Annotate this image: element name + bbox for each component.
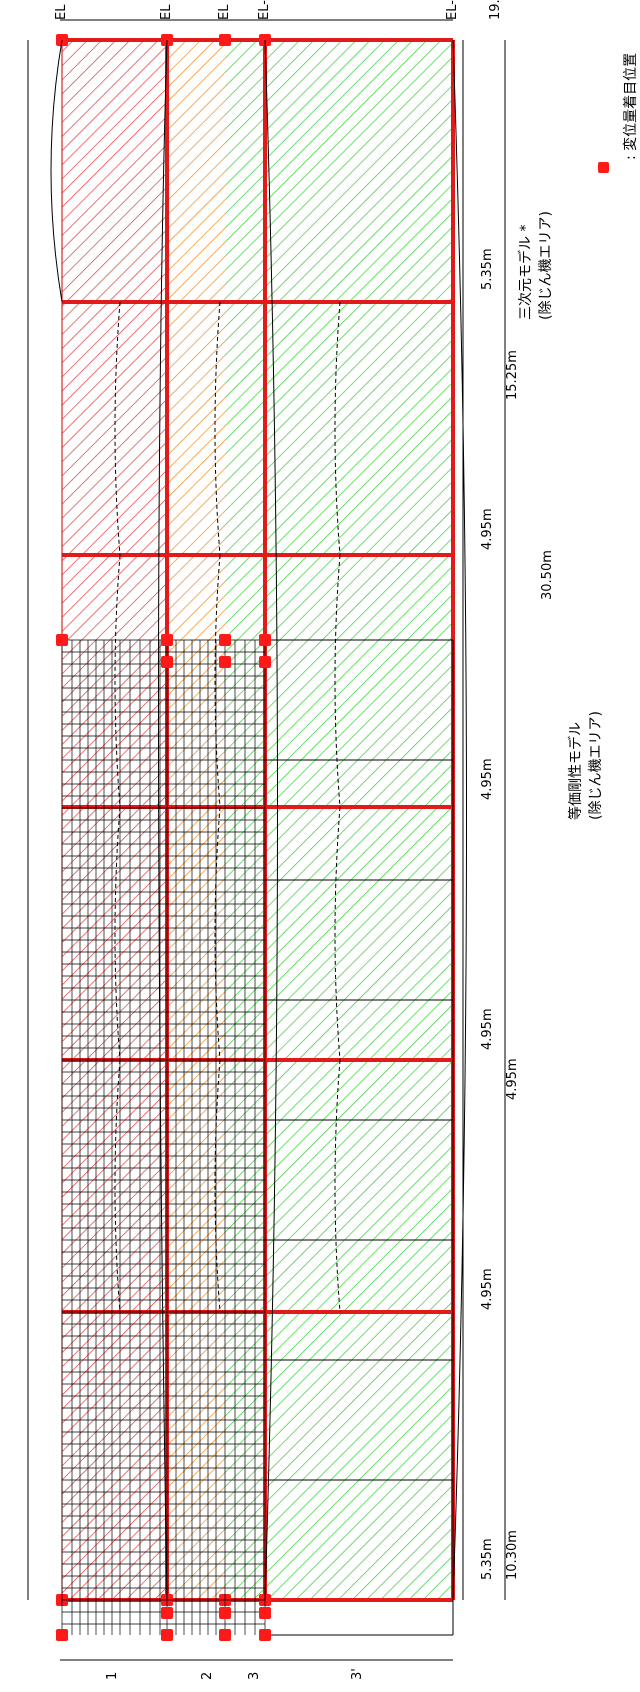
three-d-model — [56, 634, 454, 1641]
displacement-point-marker — [56, 634, 68, 646]
dimension-lines — [27, 19, 506, 1661]
displacement-point-marker — [259, 634, 271, 646]
spring-arcs — [114, 301, 341, 1313]
displacement-point-marker — [259, 1629, 271, 1641]
displacement-point-marker — [161, 1607, 173, 1619]
displacement-point-marker — [259, 1607, 271, 1619]
displacement-point-marker — [56, 1629, 68, 1641]
displacement-point-marker — [219, 656, 231, 668]
equivalent-stiffness-model — [27, 19, 506, 1661]
displacement-point-marker — [259, 656, 271, 668]
displacement-point-marker — [219, 1629, 231, 1641]
zone-green-lower — [265, 40, 453, 1600]
displacement-point-marker — [161, 1629, 173, 1641]
displacement-point-marker — [161, 634, 173, 646]
displacement-point-marker — [219, 634, 231, 646]
displacement-point-marker — [219, 1607, 231, 1619]
slab-arcs — [50, 39, 467, 1601]
displacement-point-marker — [161, 656, 173, 668]
